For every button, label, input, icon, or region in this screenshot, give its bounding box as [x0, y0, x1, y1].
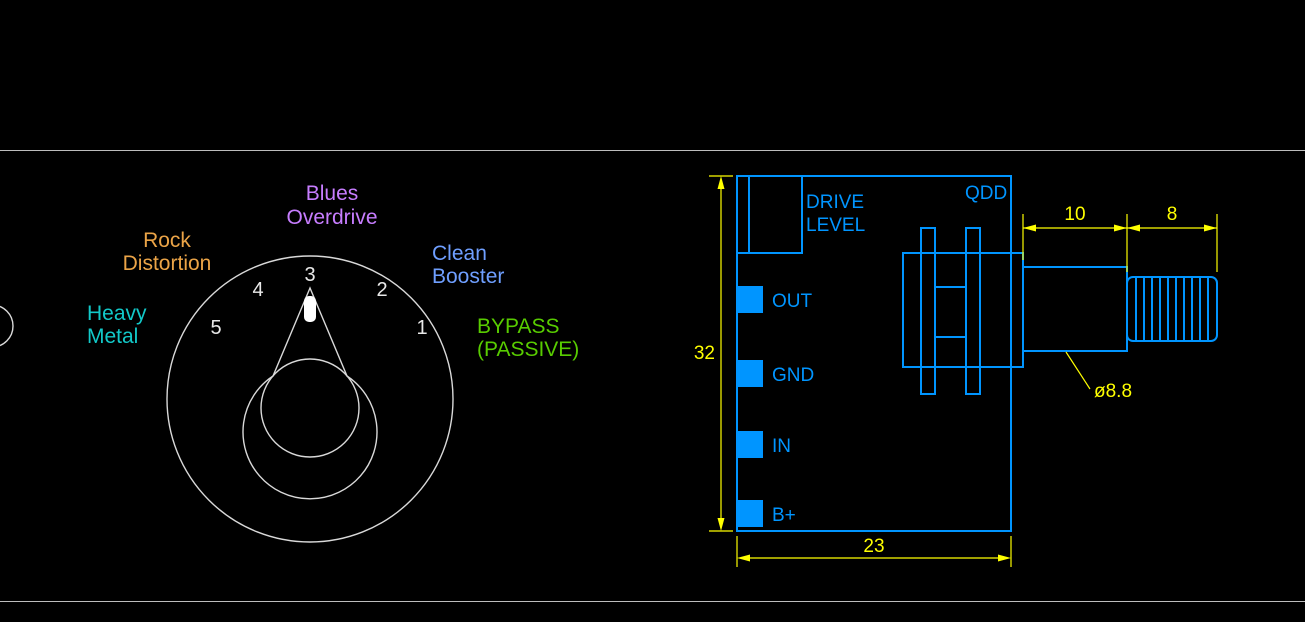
pin-pad-in: [736, 431, 763, 458]
dim-knurl-length: 8: [1167, 204, 1178, 225]
pot-drawing: DRIVE LEVEL QDD OUT GND IN B+: [736, 175, 1218, 532]
dim-diameter-leader: [1065, 351, 1091, 390]
dim23-arrow-right: [998, 554, 1011, 562]
selector-knob-outline: [242, 286, 378, 500]
dim23-arrow-left: [737, 554, 750, 562]
position-3-number: 3: [304, 264, 315, 286]
pot-washer-plate: [965, 227, 981, 395]
mode-label-heavy-line2: Metal: [87, 325, 138, 348]
knurl-ridges: [1135, 278, 1209, 340]
position-5-number: 5: [210, 317, 221, 339]
dim-shaft-length: 10: [1064, 204, 1085, 225]
mode-label-bypass-line1: BYPASS: [477, 315, 559, 338]
part-label-qdd: QDD: [965, 183, 1007, 204]
pin-pad-bplus: [736, 500, 763, 527]
dim32-arrow-top: [717, 176, 725, 189]
mode-selector-drawing: 3 4 2 5 1 Blues Overdrive Rock Distortio…: [87, 182, 579, 543]
position-2-number: 2: [376, 279, 387, 301]
pin-pad-gnd: [736, 360, 763, 387]
pin-label-out: OUT: [772, 291, 813, 312]
position-1-number: 1: [416, 317, 427, 339]
mode-label-heavy-line1: Heavy: [87, 302, 147, 325]
pin-label-in: IN: [772, 436, 791, 457]
pot-flange-plate: [920, 227, 936, 395]
mode-label-rock-line2: Distortion: [123, 252, 212, 275]
mode-label-clean-line2: Booster: [432, 265, 504, 288]
mode-label-blues-line1: Blues: [306, 182, 359, 205]
selector-pointer-mark: [304, 296, 316, 322]
dim10-arrow-right: [1114, 224, 1127, 232]
drive-label-line1: DRIVE: [806, 192, 864, 213]
mode-label-rock-line1: Rock: [143, 229, 191, 252]
drive-level-box: [736, 175, 803, 254]
dim10-arrow-left: [1023, 224, 1036, 232]
position-4-number: 4: [252, 279, 263, 301]
drive-label-line2: LEVEL: [806, 215, 865, 236]
selector-outer-circle: [166, 255, 454, 543]
dimensions: 32 23 10 8 ø8.8: [694, 175, 1218, 567]
dim8-arrow-right: [1204, 224, 1217, 232]
dim-body-width: 23: [863, 536, 884, 557]
mode-label-clean-line1: Clean: [432, 242, 487, 265]
pot-knurled-tip: [1126, 276, 1218, 342]
pot-body-outline: [736, 175, 1012, 532]
dim-body-height: 32: [694, 343, 715, 364]
dim-shaft-diameter: ø8.8: [1094, 381, 1132, 402]
mode-label-blues-line2: Overdrive: [286, 206, 377, 229]
pin-label-bplus: B+: [772, 505, 796, 526]
pot-shaft: [1022, 266, 1128, 352]
dim32-arrow-bottom: [717, 518, 725, 531]
selector-knob-inner-circle: [260, 358, 360, 458]
left-edge-arc: [0, 305, 14, 347]
mode-label-bypass-line2: (PASSIVE): [477, 338, 579, 361]
dim8-arrow-left: [1127, 224, 1140, 232]
pin-pad-out: [736, 286, 763, 313]
pin-label-gnd: GND: [772, 365, 814, 386]
